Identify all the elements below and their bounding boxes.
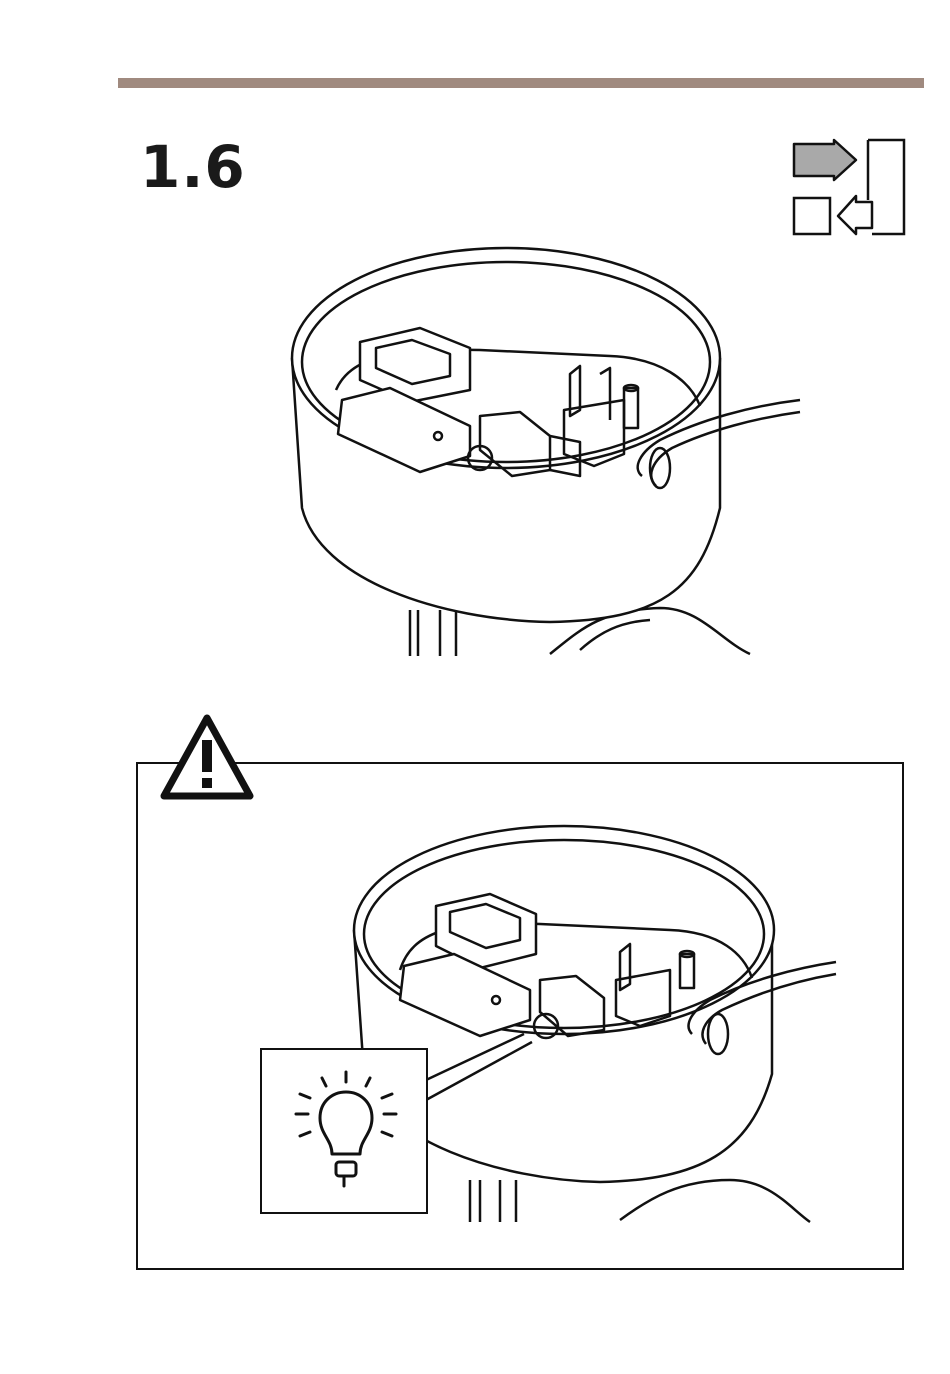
top-rule [118,78,924,88]
connect-cable-icon [790,138,908,238]
lightbulb-icon [262,1050,426,1212]
camera-housing-illustration-top [280,240,820,660]
hint-box [260,1048,428,1214]
callout-lines [420,1020,540,1140]
warning-triangle-icon [158,712,256,804]
step-number: 1.6 [140,138,246,196]
